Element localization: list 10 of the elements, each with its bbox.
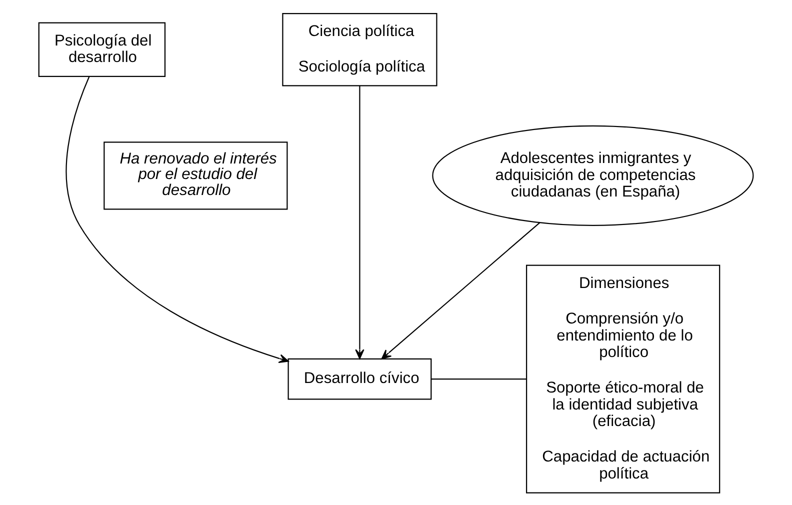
- node-ellipse: Adolescentes inmigrantes y adquisición de competencias ciudadanas (en España): [432, 124, 754, 226]
- node-box: Ha renovado el interés por el estudio del desarrollo: [104, 141, 288, 210]
- arrow: [355, 85, 364, 359]
- connector: [431, 378, 526, 380]
- node-box: Ciencia política Sociología política: [282, 12, 438, 86]
- arrow: [381, 222, 540, 359]
- node-box: Desarrollo cívico: [288, 358, 432, 400]
- node-box: Dimensiones Comprensión y/o entendimiento de lo político Soporte ético-moral de la identidad subjetiva (eficacia) Capacidad de actuación política: [526, 264, 720, 493]
- node-box: Psicología del desarrollo: [38, 22, 166, 76]
- arrow: [66, 76, 289, 363]
